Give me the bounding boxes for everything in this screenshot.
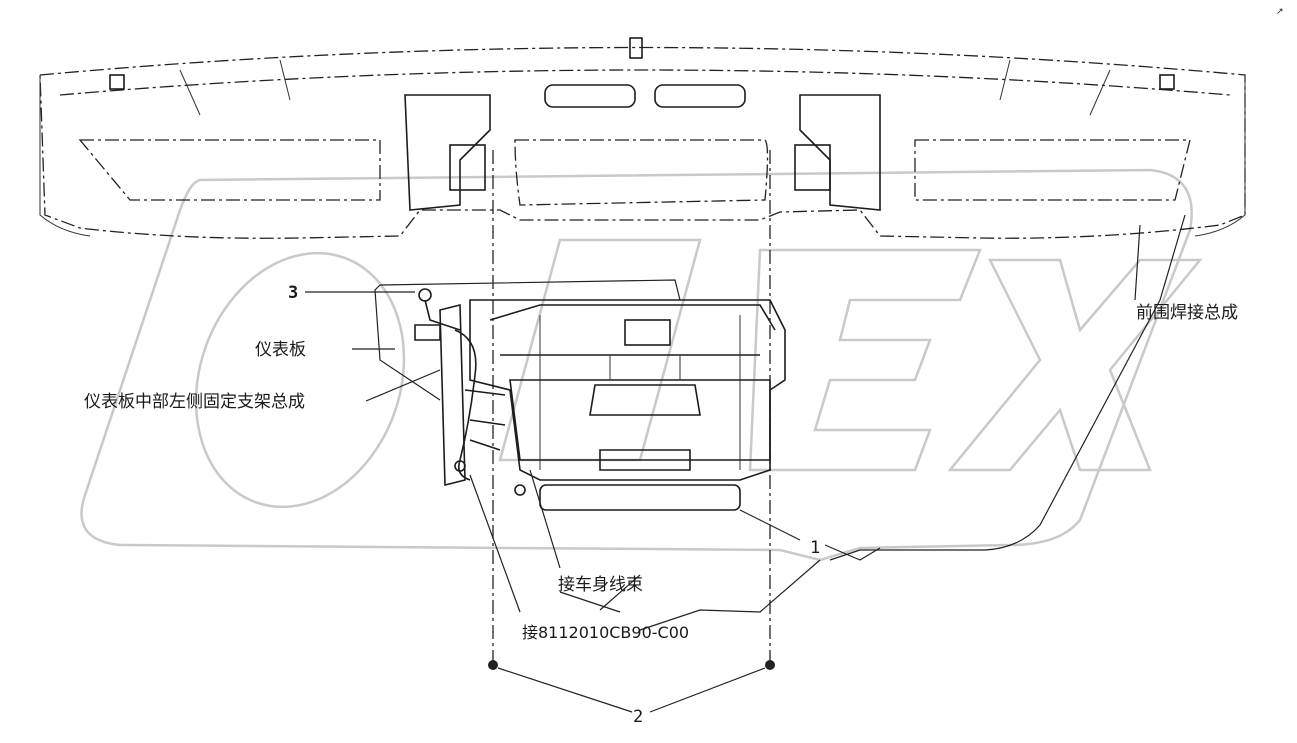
callout-2: 2	[633, 707, 643, 727]
label-instrument-panel: 仪表板	[255, 340, 306, 360]
label-front-weld-assembly: 前围焊接总成	[1136, 303, 1238, 323]
label-part-number: 接8112010CB90-C00	[522, 623, 689, 642]
leader-lines	[305, 214, 1186, 713]
mounting-bolts	[488, 660, 775, 670]
label-body-harness: 接车身线束	[558, 575, 643, 595]
instrument-panel-assembly	[414, 288, 786, 511]
callout-1: 1	[810, 538, 820, 558]
watermark-logo	[80, 168, 1203, 562]
callout-3: 3	[288, 283, 298, 303]
label-mid-left-bracket: 仪表板中部左侧固定支架总成	[84, 392, 305, 412]
labels: 3 仪表板 仪表板中部左侧固定支架总成 前围焊接总成 1 接车身线束 接8112…	[84, 7, 1284, 727]
front-wall-weld-assembly	[39, 37, 1246, 239]
corner-mark: ↗	[1276, 7, 1284, 17]
